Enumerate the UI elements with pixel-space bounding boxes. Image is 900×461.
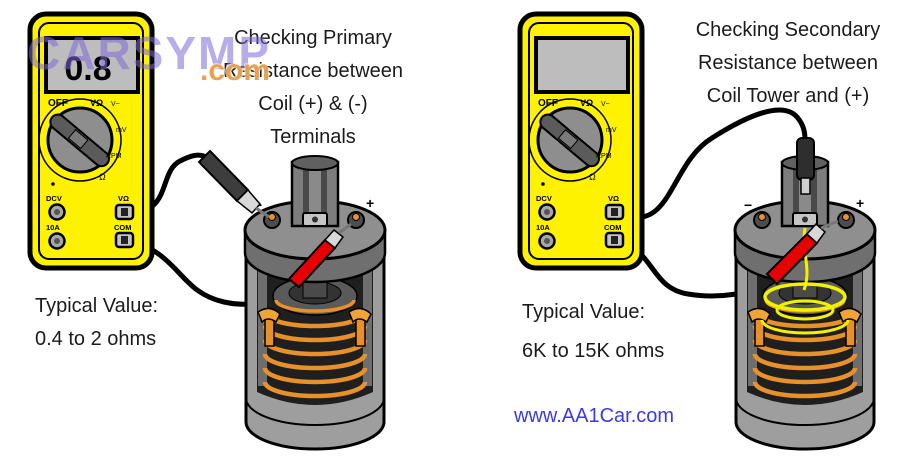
left-red-probe <box>287 222 352 289</box>
right-typical-range: 6K to 15K ohms <box>522 340 665 362</box>
left-meter-reading: 0.8 <box>64 50 111 88</box>
right-multimeter <box>520 14 642 268</box>
watermark-brand: CARSYMP <box>27 27 272 79</box>
left-black-probe <box>197 149 270 219</box>
right-red-probe <box>765 219 839 286</box>
left-typical-range: 0.4 to 2 ohms <box>35 328 157 350</box>
right-typical-label: Typical Value: <box>522 301 646 323</box>
aa1car-link[interactable]: www.AA1Car.com <box>514 405 675 427</box>
left-caption: Checking Primary Resistance between Coil… <box>178 22 448 154</box>
left-caption-line-3: Coil (+) & (-) <box>258 93 368 115</box>
left-ignition-coil <box>245 156 385 449</box>
left-caption-line-2: Resistance between <box>222 60 404 82</box>
left-caption-line-1: Checking Primary <box>234 27 392 49</box>
right-caption-line-2: Resistance between <box>697 52 879 74</box>
secondary-winding-highlight <box>760 227 850 335</box>
watermark-suffix: .com <box>200 54 271 87</box>
right-typical-value: Typical Value: 6K to 15K ohms <box>522 293 664 371</box>
right-caption-line-3: Coil Tower and (+) <box>706 85 870 107</box>
right-black-probe-in-tower <box>796 137 815 195</box>
right-caption-line-1: Checking Secondary <box>695 19 881 41</box>
left-caption-line-4: Terminals <box>270 126 356 148</box>
left-typical-value: Typical Value: 0.4 to 2 ohms <box>35 290 158 356</box>
right-caption: Checking Secondary Resistance between Co… <box>673 14 900 113</box>
left-typical-label: Typical Value: <box>35 295 159 317</box>
